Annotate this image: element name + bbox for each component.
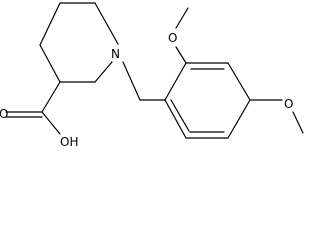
carboxylic-acid-group: [5, 81, 61, 135]
aryl-bond: [227, 62, 251, 101]
ring-bond: [94, 2, 119, 45]
ring-bond: [94, 61, 113, 83]
aryl-inner-bond: [170, 99, 190, 132]
aryl-bond: [164, 62, 187, 101]
oxygen-label-right: O: [284, 97, 293, 111]
piperidine-ring: [39, 2, 119, 83]
methoxy-group-top: [175, 7, 189, 64]
benzene-ring: [164, 62, 251, 139]
methoxy-group-right: [249, 99, 304, 134]
ring-bond: [39, 44, 61, 83]
methyl-bond: [175, 7, 189, 29]
methyl-bond: [292, 111, 304, 134]
aryl-bond: [164, 99, 187, 139]
hydroxyl-bond: [41, 111, 61, 135]
oxygen-label-top: O: [168, 31, 177, 45]
structure-canvas: N O O O OH: [0, 2, 304, 149]
carbonyl-oxygen-label: O: [0, 107, 8, 121]
aryl-bond: [227, 99, 251, 139]
n-ch2-bond: [122, 61, 141, 101]
nitrogen-label: N: [111, 47, 120, 61]
benzyl-linker: [122, 61, 166, 101]
methoxy-bond: [175, 46, 187, 64]
hydroxyl-label: OH: [60, 135, 78, 149]
chemical-structure: N O O O OH: [0, 2, 304, 149]
acid-bond: [41, 81, 61, 113]
ring-bond: [39, 2, 61, 46]
